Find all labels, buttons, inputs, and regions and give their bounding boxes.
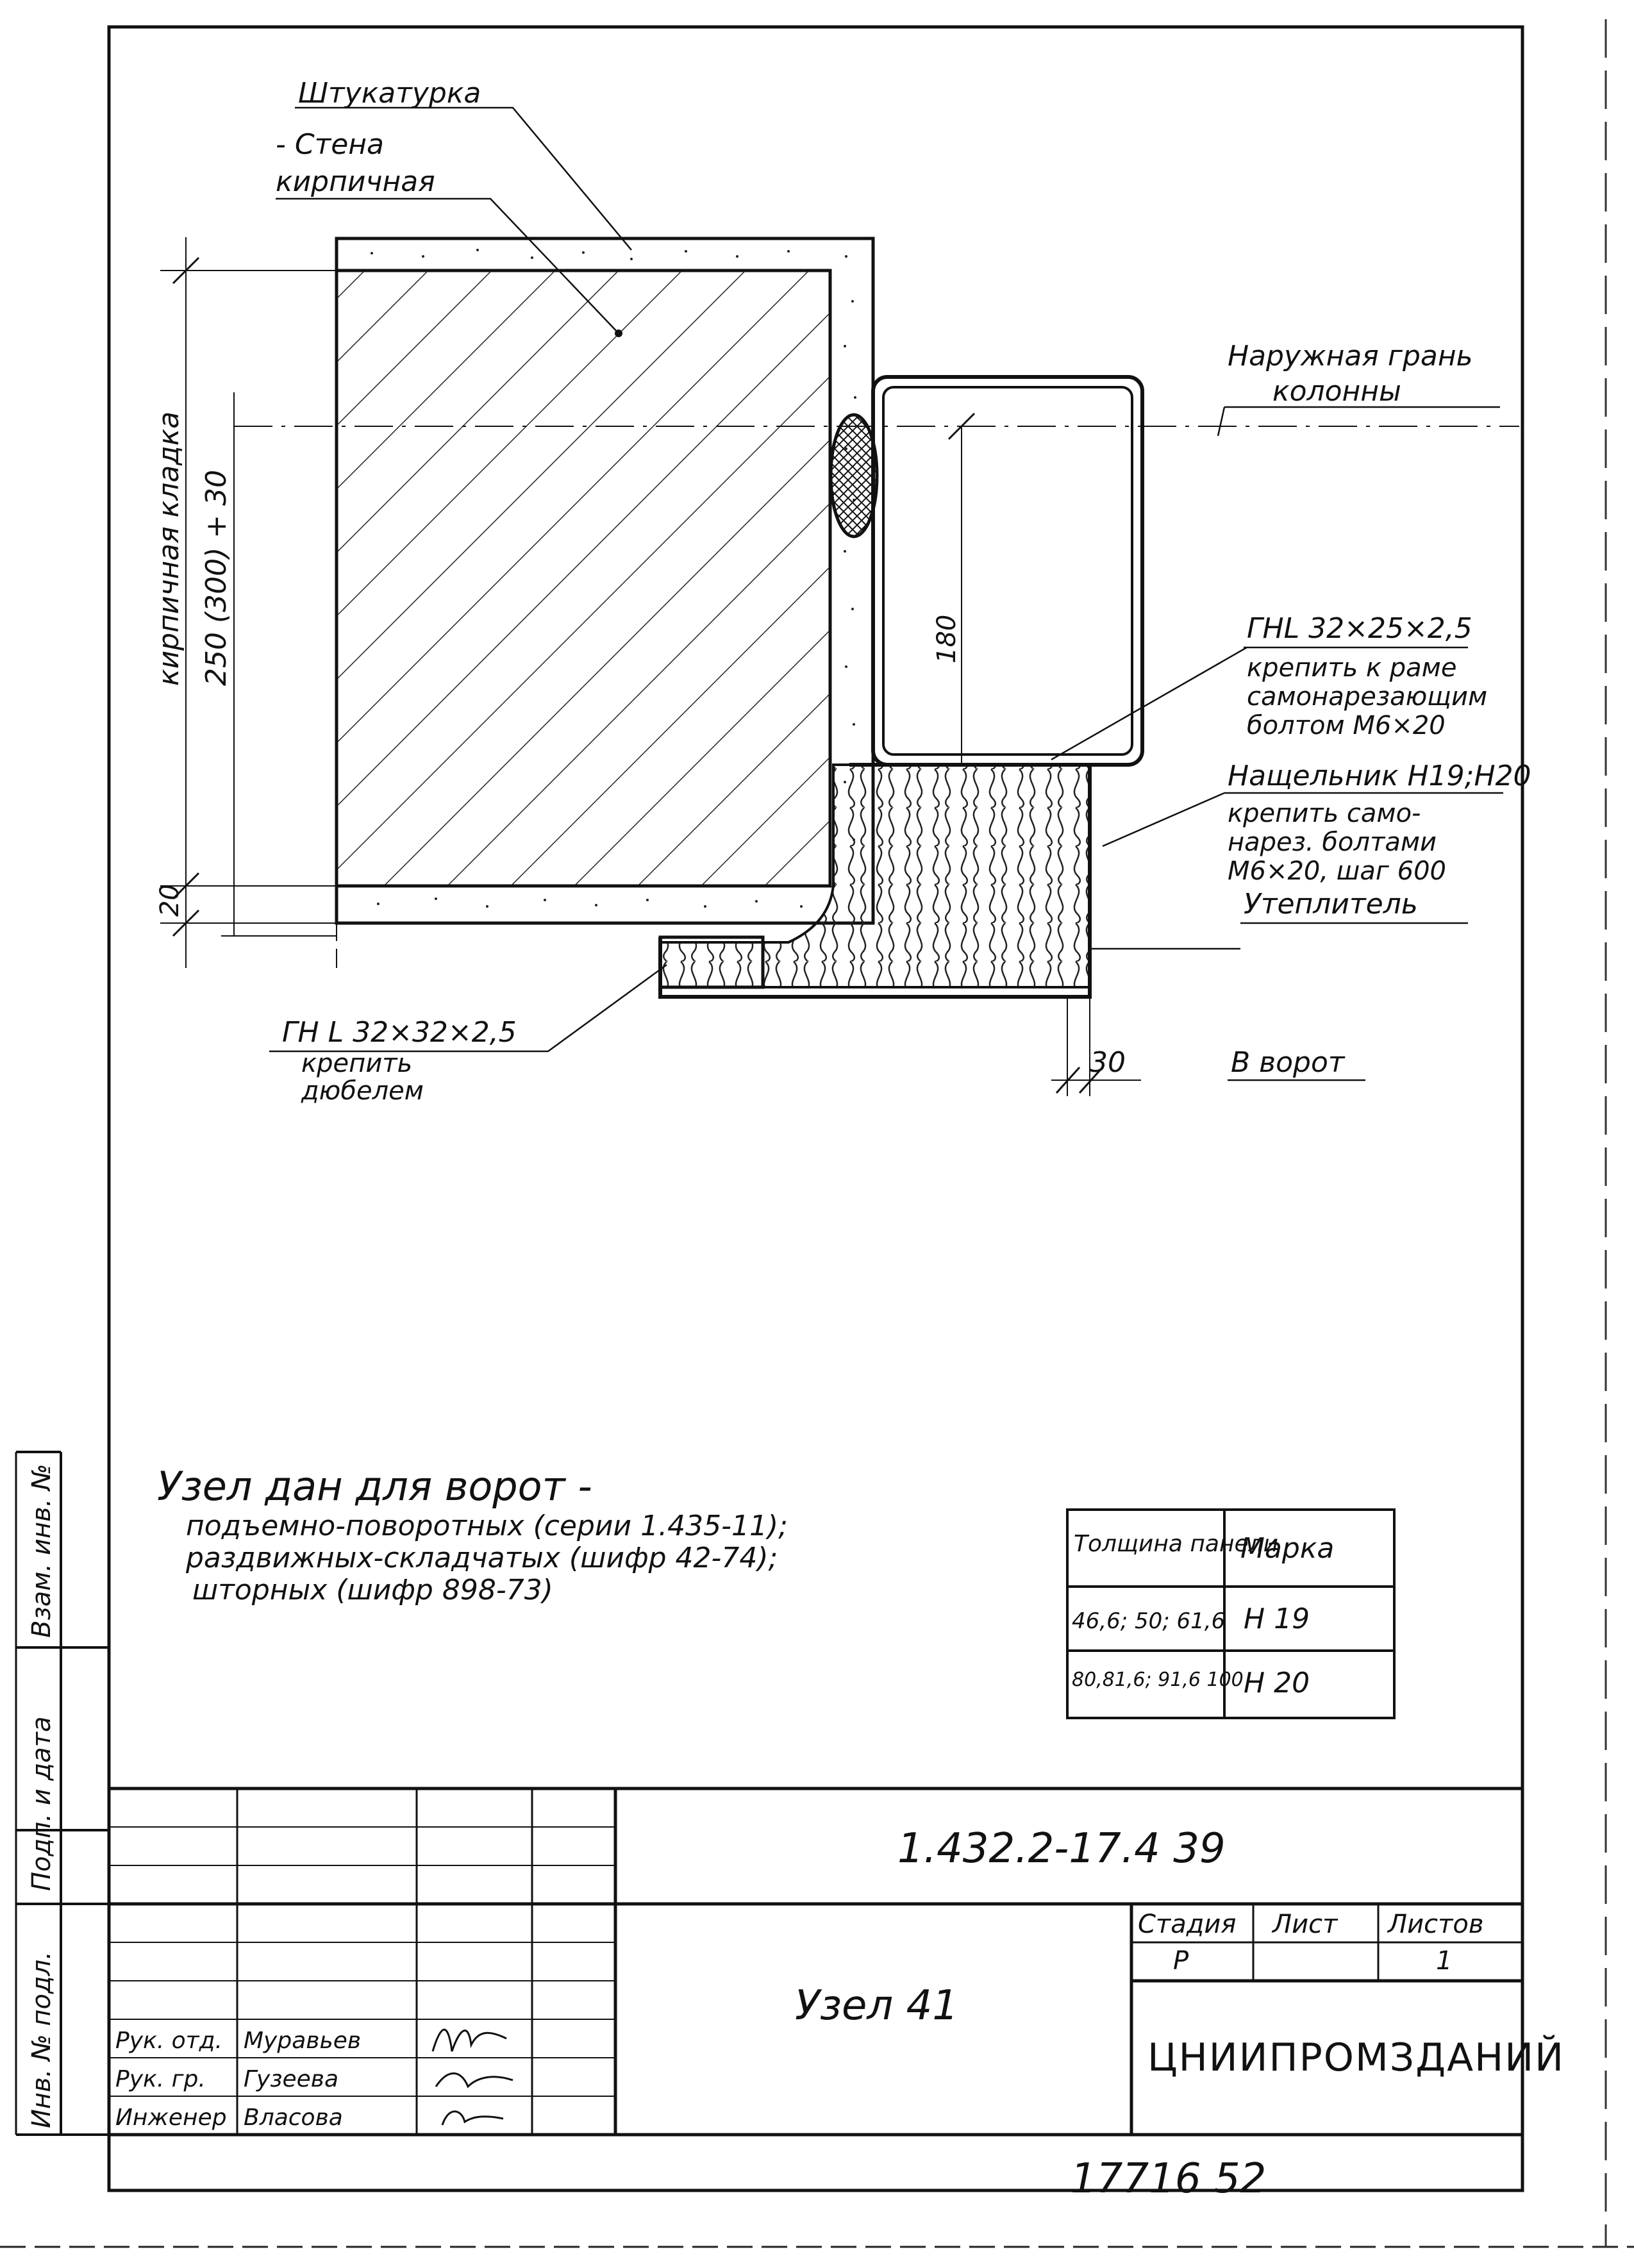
stamp-replacement-inv: Взам. инв. № (27, 1463, 56, 1638)
table-cell-mark-2: Н 20 (1244, 1667, 1310, 1699)
label-platband-note3: М6×20, шаг 600 (1228, 856, 1446, 886)
label-angle-top-note1: крепить к раме (1247, 653, 1456, 683)
label-angle-bottom: ГН L 32×32×2,5 (282, 1016, 517, 1049)
sealant-gasket (829, 413, 879, 538)
sign-name-2: Гузеева (244, 2066, 338, 2092)
panel-table: Толщина панели Марка 46,6; 50; 61,6 Н 19… (1066, 1508, 1396, 1719)
table-cell-thickness-1: 46,6; 50; 61,6 (1072, 1608, 1225, 1634)
sign-role-2: Рук. гр. (115, 2066, 206, 2092)
archive-number: 17716 52 (1071, 2155, 1266, 2203)
dim-20: 20 (155, 884, 185, 917)
dimension-masonry: кирпичная кладка 250 (300) + 30 20 (153, 237, 337, 968)
dim-masonry-value: 250 (300) + 30 (200, 470, 233, 686)
label-platband: Нащельник Н19;Н20 (1228, 760, 1531, 792)
stage-label: Стадия (1138, 1910, 1236, 1939)
label-column-face-2: колонны (1272, 375, 1401, 408)
sheets-label: Листов (1387, 1910, 1483, 1939)
handwritten-signatures (431, 2028, 513, 2126)
note-line2: подъемно-поворотных (серии 1.435-11); (186, 1510, 788, 1542)
steel-column-tube (871, 375, 1144, 767)
label-wall-line1: - Стена (276, 128, 384, 161)
drawing-title: Узел 41 (795, 1982, 958, 2030)
steel-column-inner (882, 386, 1133, 756)
label-gate: В ворот (1231, 1046, 1346, 1079)
sign-role-1: Рук. отд. (115, 2028, 222, 2054)
label-angle-bottom-note1: крепить (301, 1049, 412, 1078)
sign-name-3: Власова (244, 2105, 343, 2131)
table-header-mark: Марка (1240, 1532, 1334, 1565)
stamp-signature-date: Подп. и дата (27, 1717, 56, 1891)
sheets-value: 1 (1436, 1946, 1452, 1976)
note-line3: раздвижных-складчатых (шифр 42-74); (185, 1542, 778, 1574)
dim-masonry-title: кирпичная кладка (153, 412, 185, 686)
label-column-face-1: Наружная грань (1228, 340, 1473, 372)
label-platband-note1: крепить само- (1228, 799, 1421, 828)
label-angle-top-note3: болтом М6×20 (1247, 711, 1446, 740)
sign-name-1: Муравьев (244, 2028, 361, 2054)
doc-code: 1.432.2-17.4 39 (897, 1825, 1226, 1872)
brick-masonry (335, 269, 832, 888)
label-plaster: Штукатурка (298, 77, 481, 110)
sheet-label: Лист (1271, 1910, 1338, 1939)
leaders (269, 106, 1365, 1081)
label-insulation: Утеплитель (1244, 888, 1418, 921)
side-stamp: Инв. № подл. Подп. и дата Взам. инв. № (15, 1451, 109, 2136)
stage-value: Р (1173, 1946, 1189, 1976)
brick-wall (335, 269, 832, 888)
note-line1: Узел дан для ворот - (157, 1463, 592, 1510)
table-header-thickness: Толщина панели (1074, 1531, 1278, 1557)
label-platband-note2: нарез. болтами (1228, 828, 1437, 857)
dimension-30: 30 (1051, 997, 1141, 1096)
note-line4: шторных (шифр 898-73) (192, 1574, 553, 1606)
stamp-inv-original: Инв. № подл. (27, 1951, 56, 2128)
sign-role-3: Инженер (115, 2105, 227, 2131)
organization-name: ЦНИИПРОМЗДАНИЙ (1147, 2034, 1565, 2080)
dim-30: 30 (1090, 1046, 1126, 1079)
table-cell-thickness-2: 80,81,6; 91,6 100 (1072, 1669, 1244, 1691)
dim-180: 180 (932, 615, 962, 663)
dimension-180: 180 (932, 412, 976, 765)
sheet-border (107, 25, 1524, 2192)
table-cell-mark-1: Н 19 (1244, 1603, 1310, 1635)
label-angle-bottom-note2: дюбелем (301, 1076, 424, 1106)
general-note: Узел дан для ворот - подъемно-поворотных… (157, 1463, 788, 1606)
label-wall-line2: кирпичная (276, 165, 435, 198)
title-block: 1.432.2-17.4 39 Узел 41 Стадия Лист Лист… (109, 1787, 1565, 2137)
label-angle-top: ГНL 32×25×2,5 (1247, 612, 1472, 645)
label-angle-top-note2: самонарезающим (1247, 682, 1487, 712)
